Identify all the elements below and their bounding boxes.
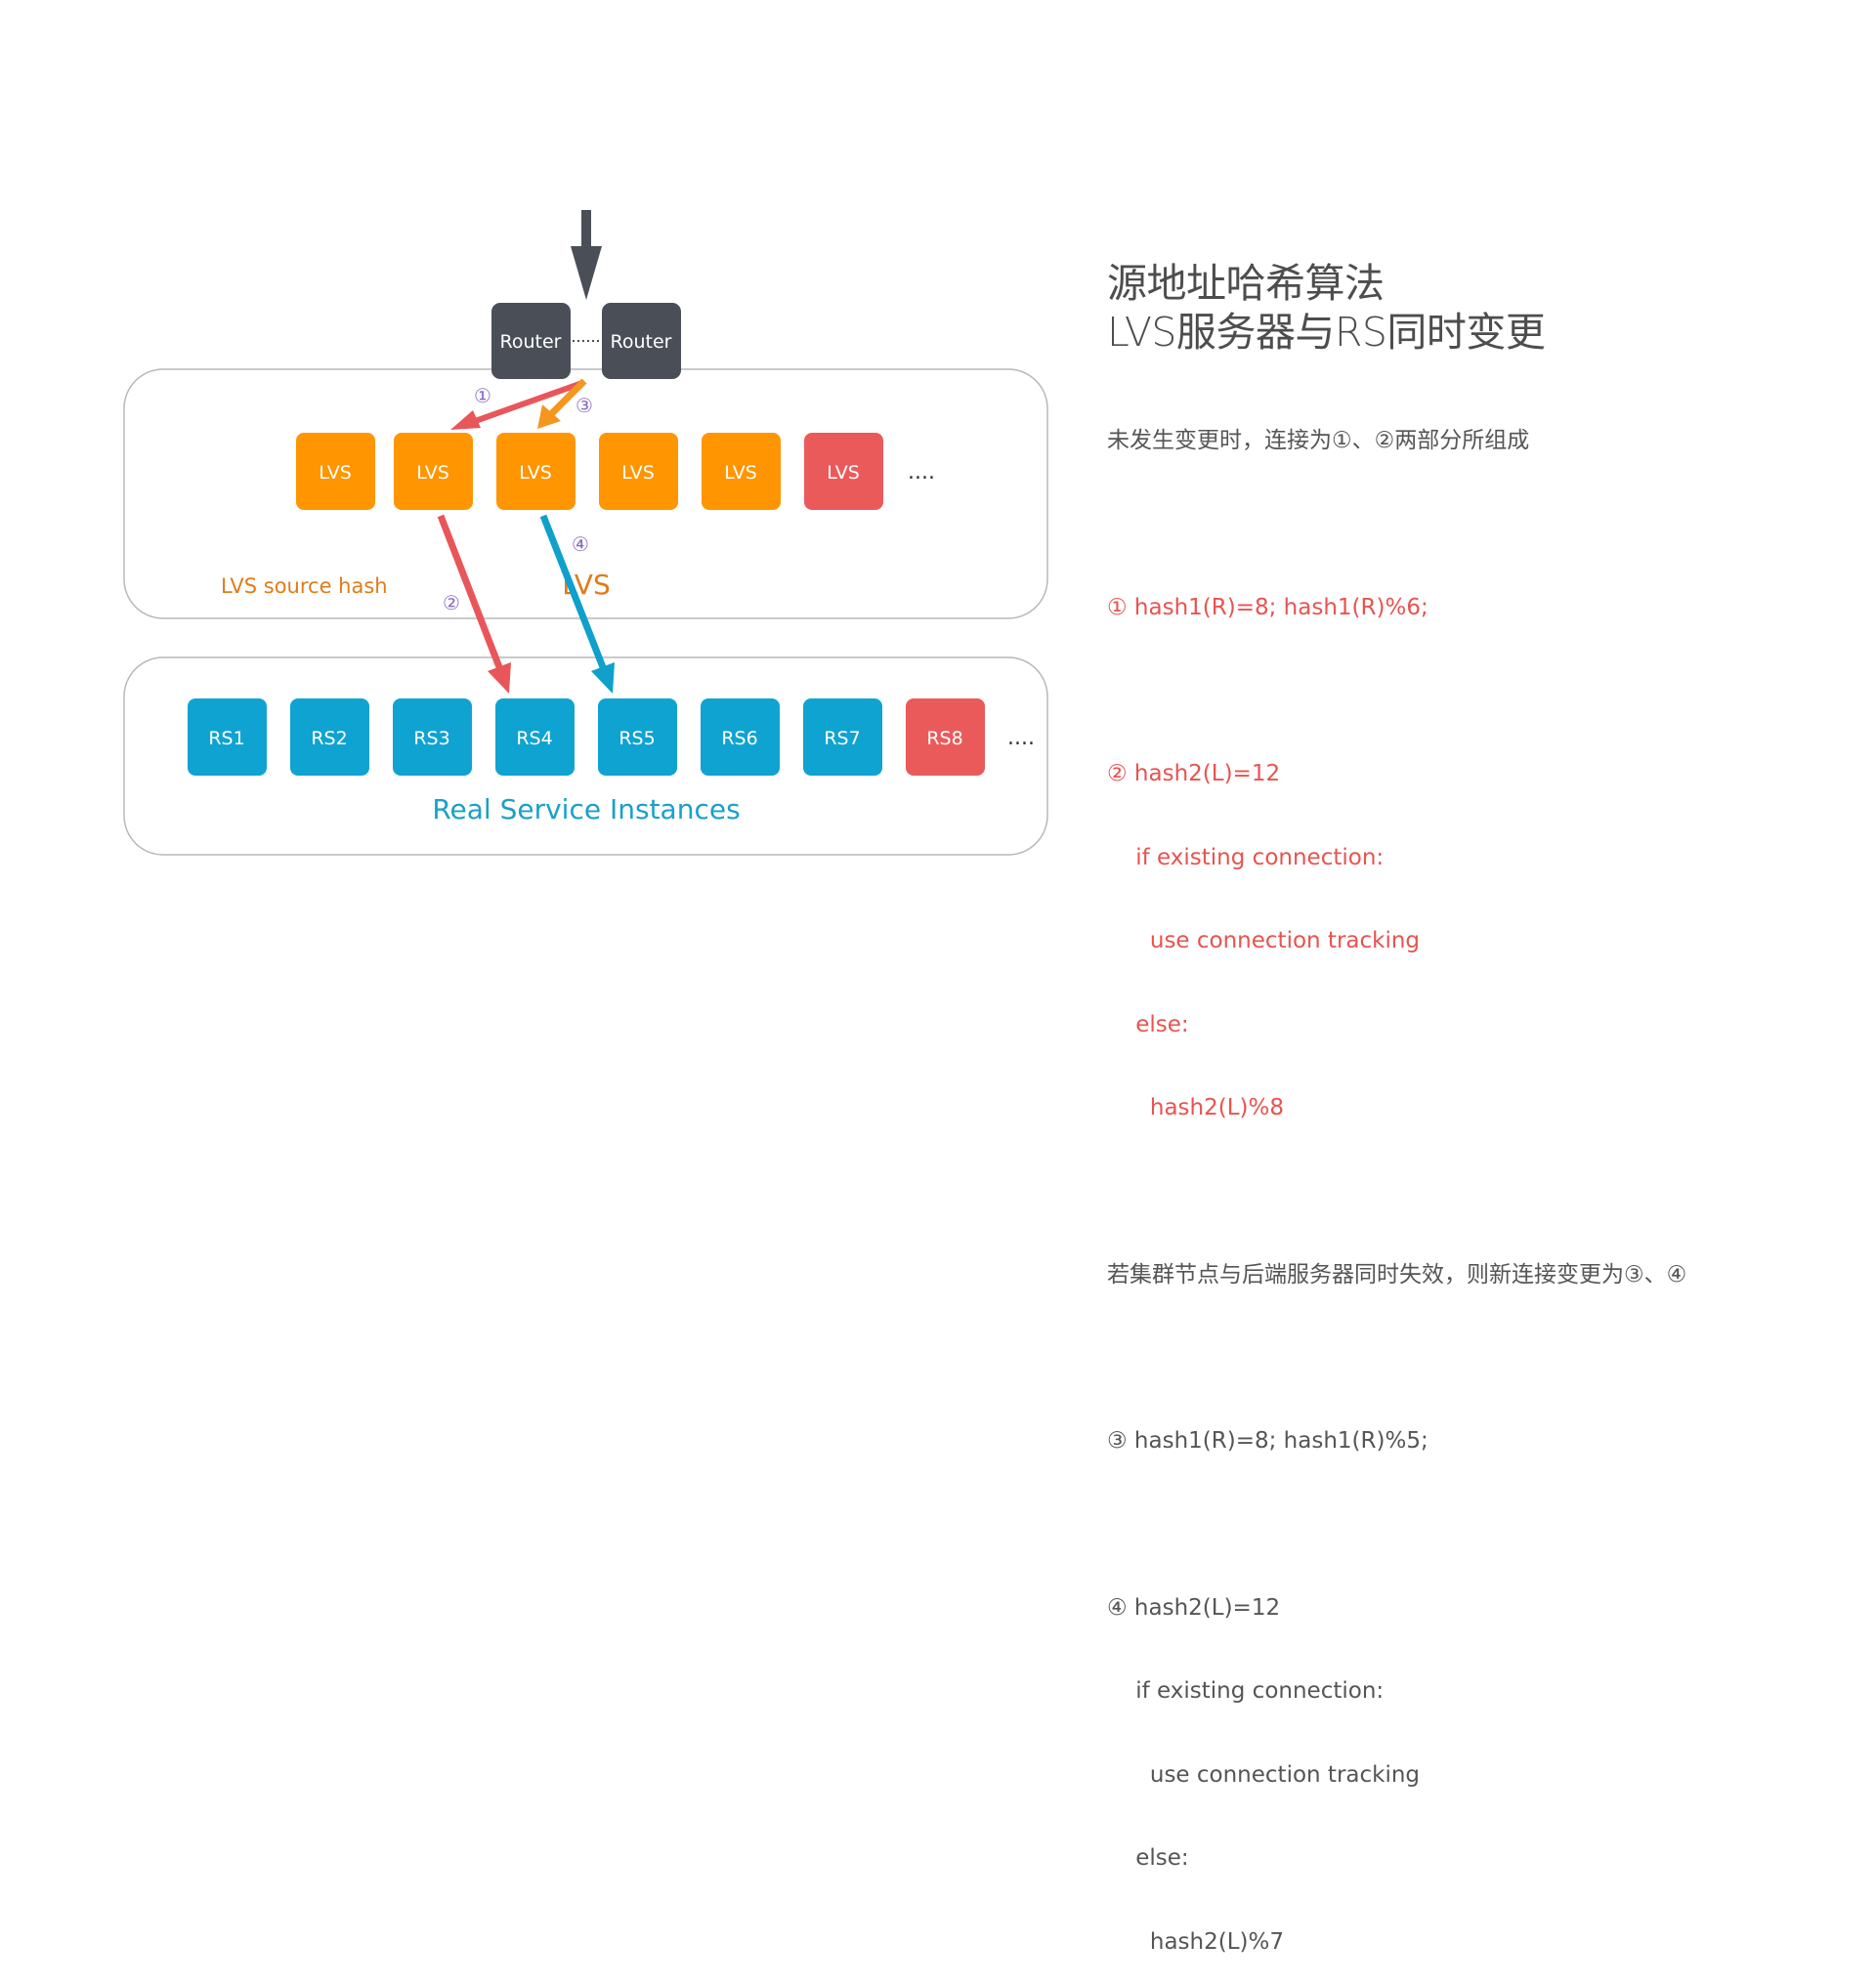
rs-box-8-failed: RS8 bbox=[906, 698, 985, 776]
part4-line-2: if existing connection: bbox=[1107, 1678, 1385, 1704]
marker-4: ④ bbox=[572, 532, 589, 556]
rs-box-1: RS1 bbox=[188, 698, 267, 776]
panel-title-line2: LVS服务器与RS同时变更 bbox=[1107, 309, 1546, 356]
part4-line-3: use connection tracking bbox=[1107, 1761, 1421, 1788]
lvs-box-2: LVS bbox=[394, 433, 473, 510]
lvs-box-6-label: LVS bbox=[827, 462, 860, 484]
incoming-arrow bbox=[571, 210, 602, 300]
part4-line-5: hash2(L)%7 bbox=[1107, 1928, 1284, 1955]
rs-box-4-label: RS4 bbox=[516, 728, 552, 749]
marker-3: ③ bbox=[576, 394, 593, 417]
rs-box-7-label: RS7 bbox=[824, 728, 860, 749]
rs-box-5-label: RS5 bbox=[618, 728, 655, 749]
intro-text: 未发生变更时，连接为①、②两部分所组成 bbox=[1107, 428, 1530, 453]
explanation-notes: 未发生变更时，连接为①、②两部分所组成 ① hash1(R)=8; hash1(… bbox=[1107, 371, 1686, 1984]
panel-title-line1: 源地址哈希算法 bbox=[1107, 260, 1385, 307]
lvs-box-1-label: LVS bbox=[319, 462, 352, 484]
lvs-box-4-label: LVS bbox=[621, 462, 655, 484]
part2-line-2: if existing connection: bbox=[1107, 844, 1385, 870]
lvs-box-3-label: LVS bbox=[519, 462, 552, 484]
rs-box-2: RS2 bbox=[290, 698, 369, 776]
router-1: Router bbox=[491, 303, 571, 379]
part3-line-1: ③ hash1(R)=8; hash1(R)%5; bbox=[1107, 1428, 1428, 1454]
part2-line-4: else: bbox=[1107, 1011, 1189, 1037]
part4-line-4: else: bbox=[1107, 1845, 1189, 1871]
rs-group-label: Real Service Instances bbox=[432, 793, 740, 825]
part2-line-1: ② hash2(L)=12 bbox=[1107, 761, 1281, 786]
part2-line-5: hash2(L)%8 bbox=[1107, 1095, 1284, 1120]
rs-box-4: RS4 bbox=[495, 698, 575, 776]
part2-line-3: use connection tracking bbox=[1107, 928, 1421, 953]
panel-title: 源地址哈希算法 LVS服务器与RS同时变更 bbox=[1107, 259, 1546, 357]
lvs-group-label: LVS source hash bbox=[221, 574, 388, 598]
lvs-diagram: Router Router LVS LVS LVS LVS LVS LVS ..… bbox=[123, 210, 1048, 856]
marker-1: ① bbox=[474, 384, 491, 407]
lvs-ellipsis: .... bbox=[908, 460, 935, 485]
rs-box-3: RS3 bbox=[393, 698, 472, 776]
arrow-2 bbox=[437, 514, 511, 694]
arrow-3 bbox=[537, 378, 587, 429]
lvs-box-1: LVS bbox=[296, 433, 375, 510]
part1-line-1: ① hash1(R)=8; hash1(R)%6; bbox=[1107, 594, 1428, 620]
change-text: 若集群节点与后端服务器同时失效，则新连接变更为③、④ bbox=[1107, 1261, 1687, 1287]
router-1-label: Router bbox=[500, 331, 562, 353]
rs-ellipsis: .... bbox=[1007, 726, 1035, 750]
lvs-box-2-label: LVS bbox=[416, 462, 449, 484]
marker-2: ② bbox=[443, 591, 460, 614]
rs-box-8-label: RS8 bbox=[926, 728, 962, 749]
arrow-4 bbox=[539, 514, 615, 694]
lvs-box-6-failed: LVS bbox=[804, 433, 883, 510]
lvs-box-3: LVS bbox=[496, 433, 576, 510]
part4-line-1: ④ hash2(L)=12 bbox=[1107, 1594, 1281, 1621]
rs-box-2-label: RS2 bbox=[311, 728, 347, 749]
rs-box-1-label: RS1 bbox=[208, 728, 244, 749]
arrow-1 bbox=[450, 380, 584, 430]
lvs-box-5: LVS bbox=[702, 433, 781, 510]
lvs-box-5-label: LVS bbox=[724, 462, 757, 484]
rs-box-5: RS5 bbox=[598, 698, 677, 776]
rs-box-7: RS7 bbox=[803, 698, 882, 776]
router-2-label: Router bbox=[611, 331, 672, 353]
lvs-box-4: LVS bbox=[599, 433, 678, 510]
rs-group-container bbox=[123, 656, 1048, 856]
router-2: Router bbox=[602, 303, 681, 379]
rs-box-6-label: RS6 bbox=[721, 728, 757, 749]
rs-box-6: RS6 bbox=[701, 698, 780, 776]
rs-box-3-label: RS3 bbox=[413, 728, 449, 749]
